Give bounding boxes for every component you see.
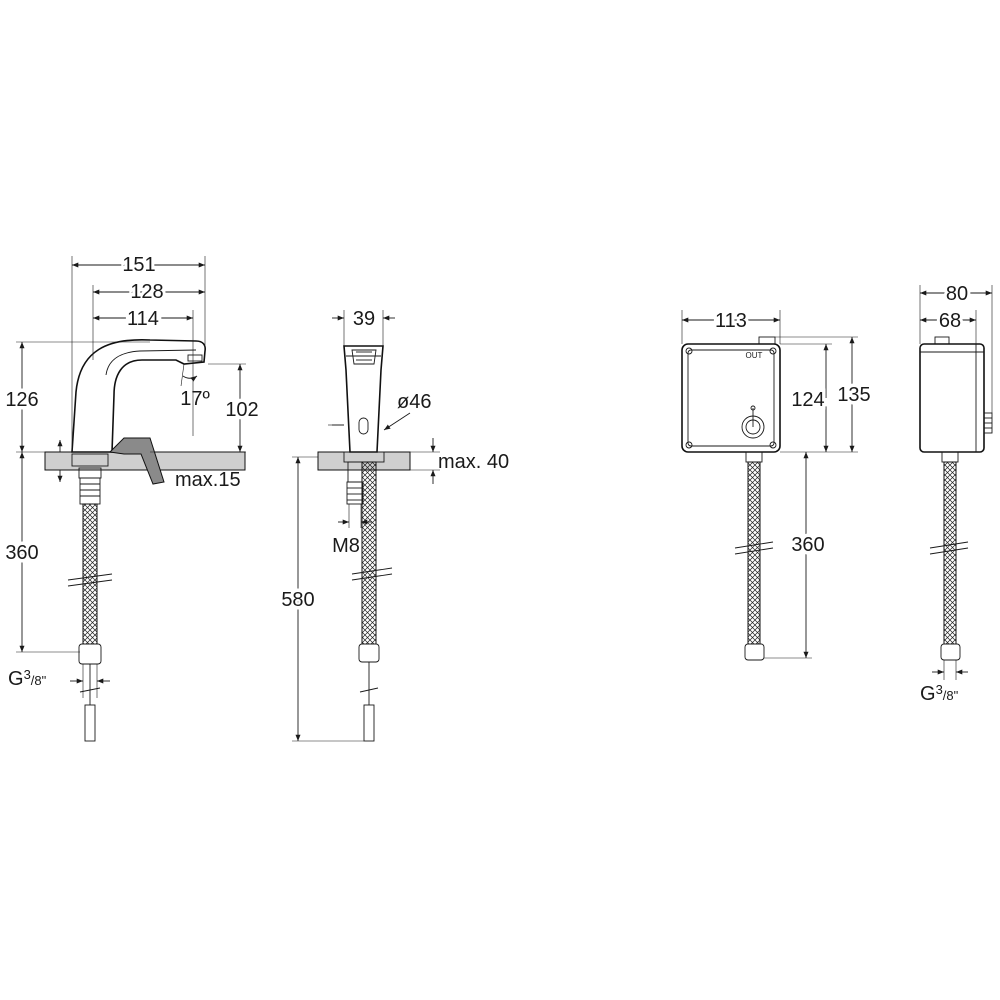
dim-68: 68 — [939, 310, 961, 332]
dim-max-40: max. 40 — [438, 451, 509, 473]
label-out: OUT — [746, 351, 763, 360]
control-box-front-view: OUT 113 124 135 360 — [681, 307, 874, 661]
faucet-side-view: 151 128 114 126 102 17º max.15 360 G3/8" — [2, 251, 262, 742]
dim-124: 124 — [791, 389, 824, 411]
faucet-front-body — [343, 345, 384, 453]
dim-max-15: max.15 — [175, 469, 241, 491]
dim-angle-17: 17º — [180, 388, 210, 410]
dim-39: 39 — [353, 308, 375, 330]
braided-hose-box-side — [943, 461, 957, 645]
control-box-body — [681, 343, 781, 453]
braided-hose — [82, 503, 98, 645]
control-box-side-view: 80 68 G3/8" — [919, 280, 993, 705]
dim-135: 135 — [837, 384, 870, 406]
braided-hose-box — [747, 461, 761, 645]
dim-g38-box: G3/8" — [920, 682, 959, 705]
dim-151: 151 — [122, 254, 155, 276]
control-box-side-body — [919, 343, 985, 453]
dim-126: 126 — [5, 389, 38, 411]
dim-580: 580 — [281, 589, 314, 611]
faucet-body — [71, 339, 206, 453]
dim-d46: ø46 — [397, 391, 431, 413]
dim-80: 80 — [946, 283, 968, 305]
dim-360-box: 360 — [791, 534, 824, 556]
dim-m8: M8 — [332, 535, 360, 557]
dim-128: 128 — [130, 281, 163, 303]
dim-113: 113 — [715, 310, 747, 332]
fixing-bracket — [108, 437, 165, 485]
dim-114: 114 — [127, 308, 159, 330]
dim-g38-faucet: G3/8" — [8, 667, 47, 690]
braided-hose-front — [361, 461, 377, 645]
dim-102: 102 — [225, 399, 258, 421]
dim-360-faucet: 360 — [5, 542, 38, 564]
faucet-front-view: 39 ø46 max. 40 M8 580 — [278, 308, 509, 742]
sensor-window — [358, 417, 369, 435]
